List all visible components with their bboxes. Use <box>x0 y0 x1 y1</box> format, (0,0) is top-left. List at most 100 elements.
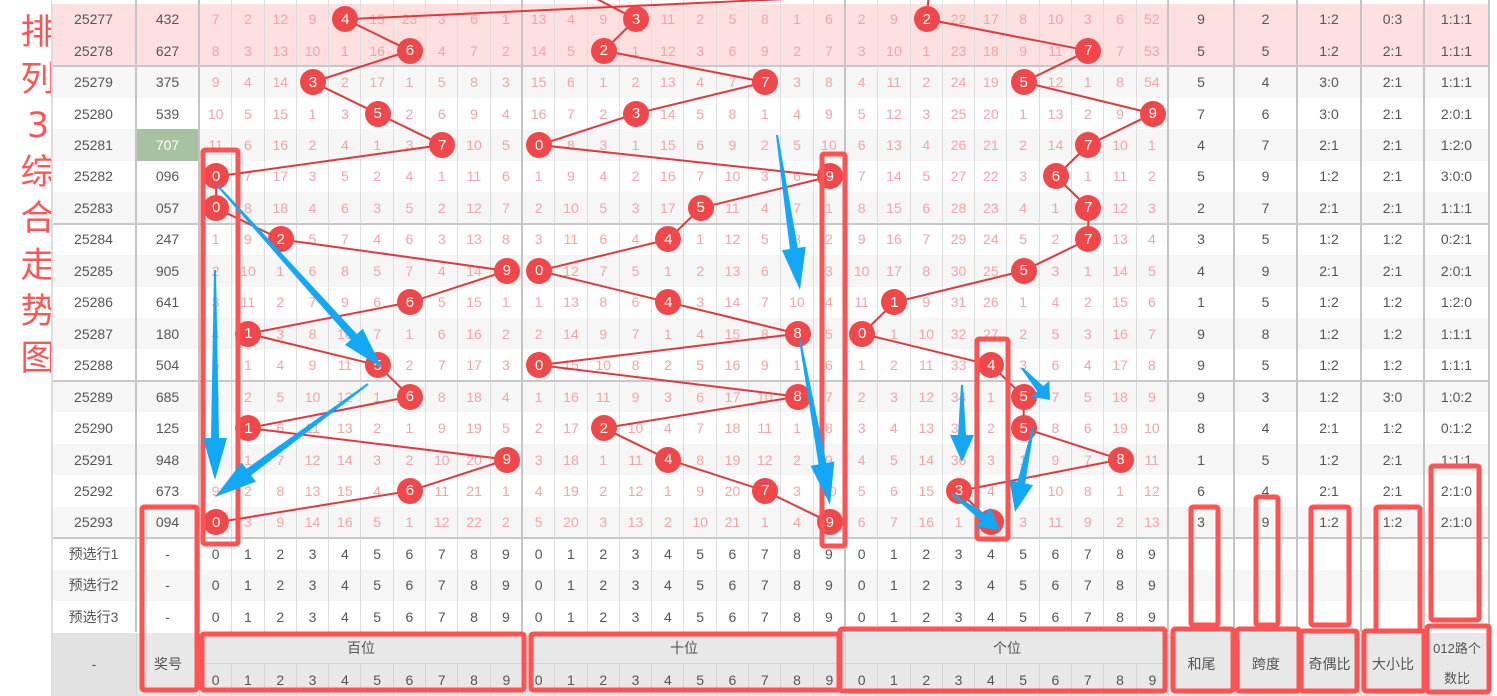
preselect-digit[interactable]: 7 <box>749 601 782 633</box>
preselect-digit[interactable]: 4 <box>652 538 685 570</box>
miss-cell: 5 <box>1072 380 1105 413</box>
preselect-digit[interactable]: 9 <box>1137 601 1169 633</box>
cut-cell <box>717 0 750 4</box>
preselect-digit[interactable]: 1 <box>232 601 265 633</box>
preselect-digit[interactable]: 7 <box>749 569 782 602</box>
miss-cell: 15 <box>458 286 491 318</box>
preselect-digit[interactable]: 9 <box>491 538 523 570</box>
preselect-digit[interactable]: 5 <box>362 569 394 602</box>
preselect-digit[interactable]: 5 <box>362 538 394 570</box>
preselect-digit[interactable]: 9 <box>814 601 846 633</box>
preselect-digit[interactable]: 7 <box>1072 601 1105 633</box>
preselect-digit[interactable]: 4 <box>975 569 1008 602</box>
preselect-digit[interactable]: 4 <box>975 601 1008 633</box>
preselect-digit[interactable]: 0 <box>523 538 556 570</box>
preselect-digit[interactable]: 1 <box>878 538 911 570</box>
preselect-digit[interactable]: 5 <box>685 601 717 633</box>
preselect-digit[interactable]: 7 <box>1072 538 1105 570</box>
preselect-digit[interactable]: 9 <box>1137 569 1169 602</box>
preselect-digit[interactable]: 6 <box>717 569 750 602</box>
preselect-digit[interactable]: 3 <box>620 569 653 602</box>
preselect-digit[interactable]: 1 <box>878 569 911 602</box>
preselect-digit[interactable]: 3 <box>297 569 330 602</box>
preselect-digit[interactable]: 4 <box>652 569 685 602</box>
preselect-digit[interactable]: 0 <box>200 569 233 602</box>
preselect-digit[interactable]: 3 <box>297 601 330 633</box>
preselect-digit[interactable]: 6 <box>717 601 750 633</box>
preselect-digit[interactable]: 3 <box>943 569 976 602</box>
preselect-digit[interactable]: 1 <box>232 538 265 570</box>
preselect-digit[interactable]: 5 <box>1008 601 1040 633</box>
preselect-digit[interactable]: 0 <box>200 601 233 633</box>
miss-cell: 4 <box>491 380 523 413</box>
preselect-digit[interactable]: 7 <box>426 601 459 633</box>
preselect-digit[interactable]: 6 <box>1040 538 1073 570</box>
preselect-digit[interactable]: 7 <box>749 538 782 570</box>
preselect-digit[interactable]: 0 <box>523 601 556 633</box>
preselect-digit[interactable]: 6 <box>394 569 427 602</box>
preselect-digit[interactable]: 8 <box>1104 601 1137 633</box>
preselect-digit[interactable]: 4 <box>329 601 362 633</box>
preselect-digit[interactable]: 8 <box>781 601 814 633</box>
preselect-digit[interactable]: 8 <box>458 569 491 602</box>
preselect-digit[interactable]: 1 <box>555 569 588 602</box>
preselect-digit[interactable]: 0 <box>846 601 879 633</box>
preselect-digit[interactable]: 5 <box>685 569 717 602</box>
preselect-digit[interactable]: 0 <box>523 569 556 602</box>
preselect-digit[interactable]: 3 <box>943 601 976 633</box>
preselect-digit[interactable]: 6 <box>1040 569 1073 602</box>
preselect-digit[interactable]: 2 <box>265 601 297 633</box>
preselect-digit[interactable]: 6 <box>394 601 427 633</box>
issue-cell: 25292 <box>52 475 137 507</box>
preselect-digit[interactable]: 1 <box>555 538 588 570</box>
preselect-digit[interactable]: 8 <box>458 538 491 570</box>
preselect-digit[interactable]: 1 <box>878 601 911 633</box>
preselect-digit[interactable]: 2 <box>911 601 943 633</box>
preselect-digit[interactable]: 2 <box>911 569 943 602</box>
preselect-digit[interactable]: 2 <box>911 538 943 570</box>
preselect-digit[interactable]: 2 <box>265 538 297 570</box>
preselect-digit[interactable]: 7 <box>426 569 459 602</box>
preselect-digit[interactable]: 9 <box>814 569 846 602</box>
preselect-digit[interactable]: 5 <box>1008 538 1040 570</box>
preselect-digit[interactable]: 9 <box>814 538 846 570</box>
preselect-digit[interactable]: 8 <box>1104 569 1137 602</box>
annotation-arrow <box>776 134 806 290</box>
preselect-digit[interactable]: 9 <box>1137 538 1169 570</box>
preselect-digit[interactable]: 2 <box>588 538 620 570</box>
preselect-digit[interactable]: 4 <box>329 569 362 602</box>
preselect-digit[interactable]: 9 <box>491 601 523 633</box>
preselect-digit[interactable]: 6 <box>717 538 750 570</box>
preselect-digit[interactable]: 1 <box>232 569 265 602</box>
issue-cell: 25287 <box>52 318 137 350</box>
preselect-digit[interactable]: 3 <box>943 538 976 570</box>
preselect-digit[interactable]: 2 <box>588 601 620 633</box>
preselect-digit[interactable]: 4 <box>975 538 1008 570</box>
preselect-digit[interactable]: 2 <box>265 569 297 602</box>
preselect-digit[interactable]: 0 <box>846 538 879 570</box>
preselect-digit[interactable]: 8 <box>781 569 814 602</box>
preselect-digit[interactable]: 3 <box>620 538 653 570</box>
preselect-digit[interactable]: 8 <box>781 538 814 570</box>
preselect-digit[interactable]: 7 <box>1072 569 1105 602</box>
preselect-digit[interactable]: 0 <box>846 569 879 602</box>
preselect-digit[interactable]: 8 <box>458 601 491 633</box>
preselect-digit[interactable]: 5 <box>1008 569 1040 602</box>
prize-number-cell: 125 <box>137 412 200 444</box>
preselect-digit[interactable]: 3 <box>297 538 330 570</box>
preselect-digit[interactable]: 7 <box>426 538 459 570</box>
hit-cell <box>523 255 556 287</box>
preselect-digit[interactable]: 5 <box>685 538 717 570</box>
preselect-digit[interactable]: 0 <box>200 538 233 570</box>
preselect-digit[interactable]: 8 <box>1104 538 1137 570</box>
preselect-digit[interactable]: 2 <box>588 569 620 602</box>
preselect-digit[interactable]: 4 <box>652 601 685 633</box>
preselect-digit[interactable]: 3 <box>620 601 653 633</box>
preselect-digit[interactable]: 9 <box>491 569 523 602</box>
preselect-digit[interactable]: 1 <box>555 601 588 633</box>
preselect-digit[interactable]: 6 <box>1040 601 1073 633</box>
preselect-digit[interactable]: 4 <box>329 538 362 570</box>
preselect-digit[interactable]: 5 <box>362 601 394 633</box>
miss-cell: 8 <box>200 34 233 67</box>
preselect-digit[interactable]: 6 <box>394 538 427 570</box>
